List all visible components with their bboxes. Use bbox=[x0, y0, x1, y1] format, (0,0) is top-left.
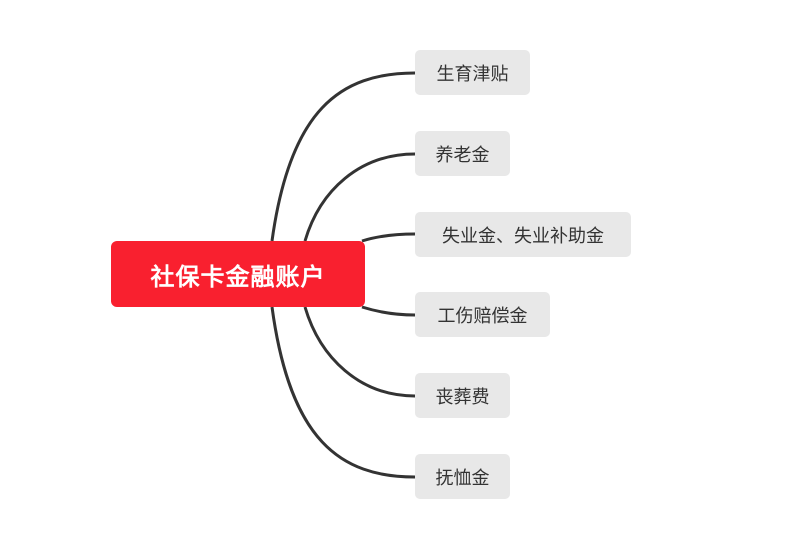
branch-topic-work-injury: 工伤赔偿金 bbox=[415, 292, 550, 337]
branch-topic-pension: 养老金 bbox=[415, 131, 510, 176]
connector-branch-0 bbox=[270, 71, 416, 242]
root-topic: 社保卡金融账户 bbox=[111, 241, 365, 307]
connector-branch-2 bbox=[361, 232, 416, 243]
branch-topic-unemployment: 失业金、失业补助金 bbox=[415, 212, 631, 257]
connector-branch-5 bbox=[270, 306, 416, 479]
connector-branch-1 bbox=[303, 152, 416, 242]
connector-branch-4 bbox=[303, 306, 416, 398]
branch-topic-funeral-expense: 丧葬费 bbox=[415, 373, 510, 418]
branch-topic-birth-allowance: 生育津贴 bbox=[415, 50, 530, 95]
branch-topic-survivor-pension: 抚恤金 bbox=[415, 454, 510, 499]
connector-branch-3 bbox=[361, 305, 416, 317]
